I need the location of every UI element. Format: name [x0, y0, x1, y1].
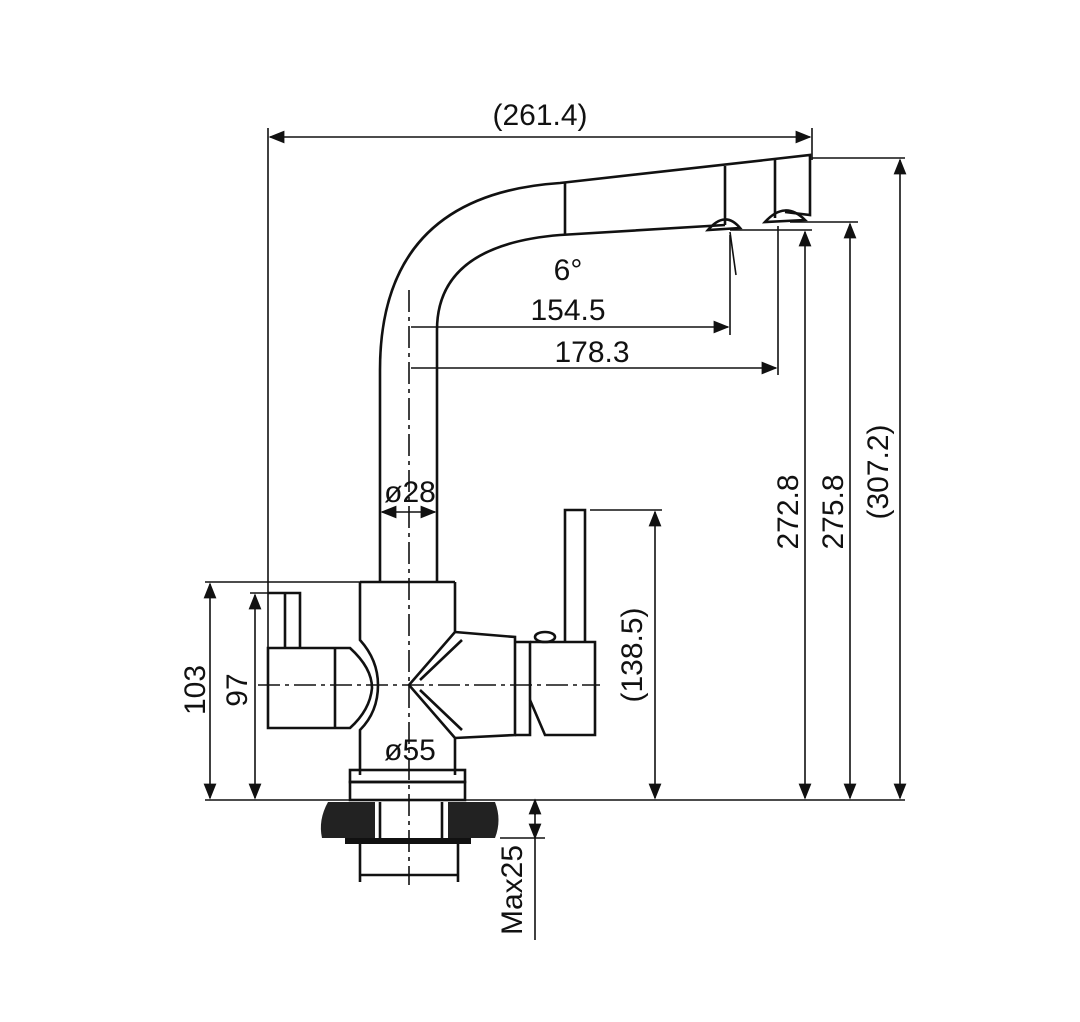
overall-width-label: (261.4) [492, 99, 587, 132]
countertop-right [448, 802, 499, 838]
faucet-body: ø55 [205, 508, 597, 775]
height-275-label: 275.8 [817, 474, 850, 549]
spout-diameter-label: ø28 [384, 476, 436, 509]
angle-label: 6° [554, 254, 583, 287]
height-97-label: 97 [221, 673, 254, 706]
height-272-label: 272.8 [772, 474, 805, 549]
reach-2-label: 178.3 [554, 336, 629, 369]
counter-thickness-dimension: Max25 [496, 798, 545, 940]
right-height-dimensions: 272.8 275.8 (307.2) [730, 157, 907, 800]
height-103-label: 103 [179, 665, 212, 715]
base-mount [205, 768, 905, 882]
width-dimension: (261.4) [267, 99, 813, 690]
overall-height-label: (307.2) [862, 424, 895, 519]
aerator-2-icon [761, 209, 808, 224]
lever-height-label: (138.5) [616, 607, 649, 702]
countertop-left [320, 802, 375, 838]
lever-height-dimension: (138.5) [590, 509, 662, 800]
spout [378, 153, 812, 582]
max-thickness-label: Max25 [496, 845, 529, 935]
aerator-1-icon [705, 218, 743, 232]
reach-dimensions: 6° 154.5 178.3 ø28 [380, 226, 779, 519]
reach-1-label: 154.5 [530, 294, 605, 327]
left-height-dimensions: 103 97 [179, 582, 262, 800]
body-diameter-label: ø55 [384, 734, 436, 767]
